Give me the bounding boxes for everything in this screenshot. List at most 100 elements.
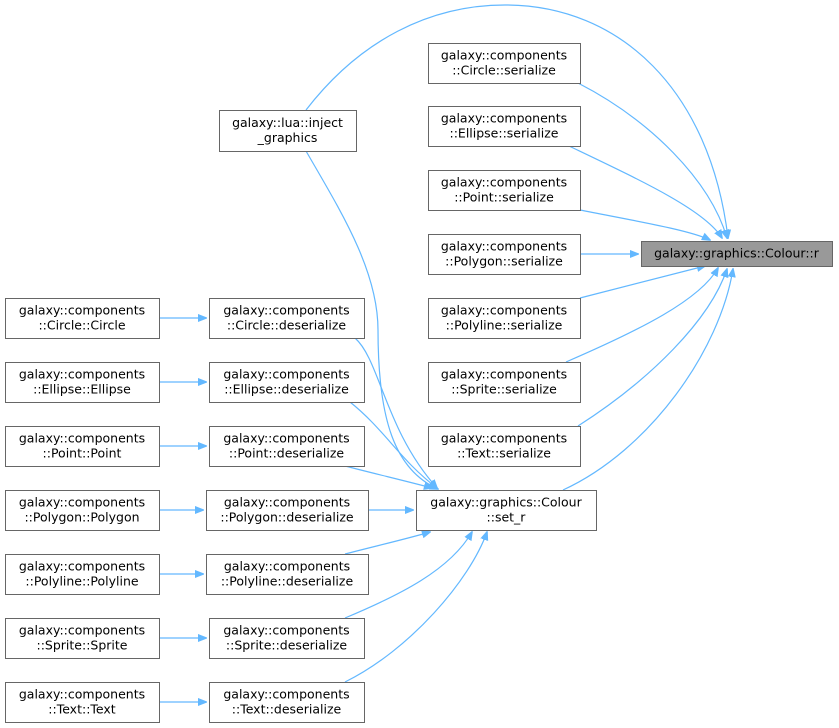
node-polygon-ctor[interactable]: galaxy::components::Polygon::Polygon xyxy=(5,490,160,531)
node-label: ::Ellipse::serialize xyxy=(450,126,559,141)
node-box[interactable] xyxy=(428,298,581,339)
node-box[interactable] xyxy=(5,618,160,659)
node-circle-deser[interactable]: galaxy::components::Circle::deserialize xyxy=(209,298,365,339)
edge-circle_deser-to-set_r xyxy=(354,337,437,488)
edge-polyline_deser-to-set_r xyxy=(344,532,430,555)
node-label: galaxy::components xyxy=(441,48,567,63)
node-box[interactable] xyxy=(641,241,833,267)
node-box[interactable] xyxy=(209,682,365,723)
node-point-deser[interactable]: galaxy::components::Point::deserialize xyxy=(209,426,365,467)
node-box[interactable] xyxy=(428,362,581,403)
node-label: ::Text::deserialize xyxy=(232,702,342,717)
edge-point_ser-to-r xyxy=(579,209,710,240)
node-label: galaxy::graphics::Colour::r xyxy=(654,246,820,261)
node-label: ::Sprite::deserialize xyxy=(226,638,348,653)
nodes-layer: galaxy::graphics::Colour::rgalaxy::graph… xyxy=(5,43,833,723)
node-point-ctor[interactable]: galaxy::components::Point::Point xyxy=(5,426,160,467)
node-box[interactable] xyxy=(209,362,365,403)
node-box[interactable] xyxy=(209,426,365,467)
node-ellipse-ctor[interactable]: galaxy::components::Ellipse::Ellipse xyxy=(5,362,160,403)
edge-ellipse_ser-to-r xyxy=(568,145,722,238)
node-box[interactable] xyxy=(206,490,369,531)
node-label: galaxy::graphics::Colour xyxy=(430,495,582,510)
edge-ellipse_deser-to-set_r xyxy=(349,401,437,488)
node-sprite-deser[interactable]: galaxy::components::Sprite::deserialize xyxy=(209,618,365,659)
node-label: ::Polyline::serialize xyxy=(446,318,563,333)
node-label: galaxy::components xyxy=(19,495,145,510)
node-label: galaxy::components xyxy=(223,687,349,702)
node-box[interactable] xyxy=(428,43,581,84)
edge-sprite_ser-to-r xyxy=(565,268,718,363)
node-polygon-deser[interactable]: galaxy::components::Polygon::deserialize xyxy=(206,490,369,531)
node-label: galaxy::components xyxy=(19,367,145,382)
node-text-deser[interactable]: galaxy::components::Text::deserialize xyxy=(209,682,365,723)
node-box[interactable] xyxy=(428,426,581,467)
edge-set_r-to-r xyxy=(562,269,733,491)
node-box[interactable] xyxy=(5,362,160,403)
node-label: galaxy::components xyxy=(19,559,145,574)
node-label: galaxy::components xyxy=(19,303,145,318)
node-box[interactable] xyxy=(5,490,160,531)
node-box[interactable] xyxy=(428,170,581,211)
node-label: ::Polygon::serialize xyxy=(445,254,563,269)
node-box[interactable] xyxy=(209,298,365,339)
node-polyline-deser[interactable]: galaxy::components::Polyline::deserializ… xyxy=(206,554,369,595)
node-box[interactable] xyxy=(5,298,160,339)
node-polygon-ser[interactable]: galaxy::components::Polygon::serialize xyxy=(428,234,581,275)
node-ellipse-ser[interactable]: galaxy::components::Ellipse::serialize xyxy=(428,106,581,147)
node-ellipse-deser[interactable]: galaxy::components::Ellipse::deserialize xyxy=(209,362,365,403)
node-polyline-ser[interactable]: galaxy::components::Polyline::serialize xyxy=(428,298,581,339)
node-box[interactable] xyxy=(219,110,357,152)
node-label: ::Circle::serialize xyxy=(452,63,556,78)
node-label: galaxy::components xyxy=(19,431,145,446)
node-label: ::Polyline::Polyline xyxy=(25,574,138,589)
node-label: galaxy::components xyxy=(441,111,567,126)
node-box[interactable] xyxy=(5,682,160,723)
node-label: ::Text::Text xyxy=(48,702,116,717)
node-label: ::Circle::deserialize xyxy=(227,318,347,333)
node-label: galaxy::components xyxy=(441,303,567,318)
node-set-r[interactable]: galaxy::graphics::Colour::set_r xyxy=(416,490,597,531)
node-label: galaxy::components xyxy=(223,303,349,318)
node-label: galaxy::components xyxy=(441,367,567,382)
node-point-ser[interactable]: galaxy::components::Point::serialize xyxy=(428,170,581,211)
edge-circle_ser-to-r xyxy=(577,82,727,238)
node-label: ::Ellipse::Ellipse xyxy=(33,382,131,397)
node-label: ::Point::serialize xyxy=(454,190,554,205)
node-label: galaxy::components xyxy=(223,623,349,638)
edge-text_deser-to-set_r xyxy=(344,532,487,683)
node-box[interactable] xyxy=(428,106,581,147)
node-label: ::Ellipse::deserialize xyxy=(224,382,349,397)
node-circle-ser[interactable]: galaxy::components::Circle::serialize xyxy=(428,43,581,84)
node-box[interactable] xyxy=(209,618,365,659)
node-text-ctor[interactable]: galaxy::components::Text::Text xyxy=(5,682,160,723)
node-label: ::Point::deserialize xyxy=(229,446,344,461)
node-circle-ctor[interactable]: galaxy::components::Circle::Circle xyxy=(5,298,160,339)
node-polyline-ctor[interactable]: galaxy::components::Polyline::Polyline xyxy=(5,554,160,595)
edges-layer xyxy=(159,4,733,702)
node-box[interactable] xyxy=(206,554,369,595)
node-label: ::Sprite::serialize xyxy=(451,382,557,397)
node-box[interactable] xyxy=(416,490,597,531)
node-label: galaxy::components xyxy=(441,431,567,446)
node-label: ::set_r xyxy=(487,510,527,525)
edge-point_deser-to-set_r xyxy=(344,465,432,488)
node-label: galaxy::components xyxy=(19,687,145,702)
node-label: ::Polygon::deserialize xyxy=(220,510,354,525)
node-text-ser[interactable]: galaxy::components::Text::serialize xyxy=(428,426,581,467)
node-label: galaxy::components xyxy=(441,239,567,254)
node-sprite-ser[interactable]: galaxy::components::Sprite::serialize xyxy=(428,362,581,403)
edge-text_ser-to-r xyxy=(577,269,727,427)
node-r[interactable]: galaxy::graphics::Colour::r xyxy=(641,241,833,267)
node-sprite-ctor[interactable]: galaxy::components::Sprite::Sprite xyxy=(5,618,160,659)
node-box[interactable] xyxy=(5,426,160,467)
node-box[interactable] xyxy=(428,234,581,275)
node-label: ::Circle::Circle xyxy=(38,318,125,333)
node-label: ::Text::serialize xyxy=(457,446,551,461)
node-label: galaxy::lua::inject xyxy=(232,115,343,130)
node-box[interactable] xyxy=(5,554,160,595)
node-label: ::Polyline::deserialize xyxy=(221,574,354,589)
node-inject[interactable]: galaxy::lua::inject_graphics xyxy=(219,110,357,152)
node-label: galaxy::components xyxy=(19,623,145,638)
